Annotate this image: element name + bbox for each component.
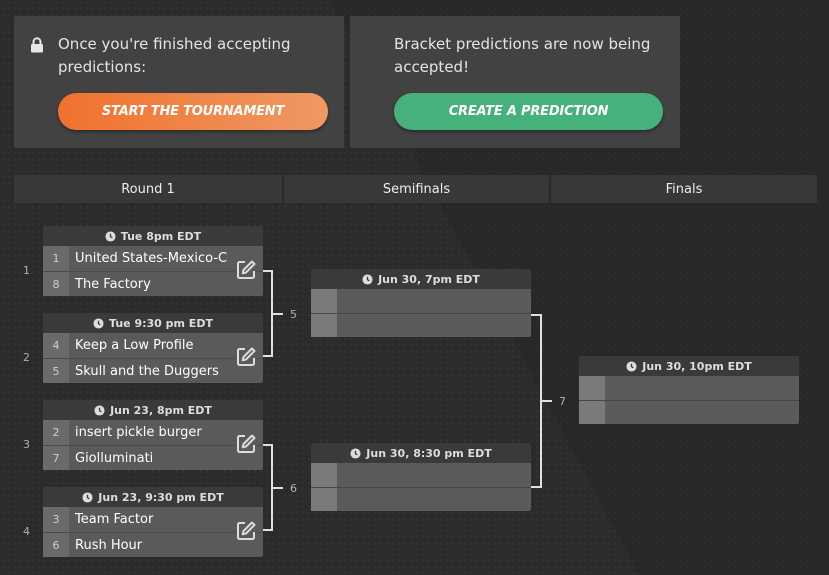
team-row[interactable]: 3 Team Factor — [43, 507, 263, 532]
clock-icon — [626, 360, 637, 372]
team-seed — [579, 401, 605, 424]
match-time: Tue 9:30 pm EDT — [43, 313, 263, 333]
start-tournament-text: Once you're finished accepting predictio… — [58, 35, 291, 76]
team-name: Rush Hour — [75, 537, 143, 553]
team-seed: 5 — [43, 359, 69, 383]
team-seed: 6 — [43, 533, 69, 557]
start-tournament-panel: Once you're finished accepting predictio… — [14, 16, 344, 148]
clock-icon — [362, 273, 373, 285]
match-number: 1 — [23, 264, 30, 277]
team-seed: 7 — [43, 446, 69, 470]
clock-icon — [105, 230, 116, 242]
team-seed: 4 — [43, 333, 69, 358]
team-slot-empty — [311, 487, 531, 511]
match-number: 6 — [290, 482, 297, 495]
clock-icon — [82, 491, 93, 503]
round-header-round-1: Round 1 — [14, 175, 282, 203]
match-body[interactable]: 1 United States-Mexico-Ca 8 The Factory — [43, 246, 263, 296]
clock-icon — [93, 317, 104, 329]
team-seed — [579, 376, 605, 400]
team-slot-empty — [579, 400, 799, 424]
lock-icon — [31, 37, 43, 53]
match-1: Tue 8pm EDT 1 United States-Mexico-Ca 8 Th… — [43, 226, 263, 296]
match-number: 2 — [23, 351, 30, 364]
bracket-connector — [263, 270, 273, 357]
bracket-connector — [263, 444, 273, 531]
team-name: The Factory — [75, 276, 151, 292]
match-time-label: Jun 30, 10pm EDT — [642, 359, 752, 373]
team-seed — [311, 463, 337, 487]
team-row[interactable]: 5 Skull and the Duggers — [43, 358, 263, 383]
team-name: United States-Mexico-Ca — [75, 251, 227, 266]
team-row[interactable]: 8 The Factory — [43, 271, 263, 296]
team-slot-empty — [311, 463, 531, 487]
match-time-label: Tue 9:30 pm EDT — [109, 316, 213, 330]
team-seed — [311, 488, 337, 511]
match-6: Jun 30, 8:30 pm EDT — [311, 443, 531, 511]
clock-icon — [94, 404, 105, 416]
match-body[interactable]: 3 Team Factor 6 Rush Hour — [43, 507, 263, 557]
match-time: Jun 23, 9:30 pm EDT — [43, 487, 263, 507]
team-seed: 2 — [43, 420, 69, 445]
team-name: Keep a Low Profile — [75, 338, 194, 353]
edit-icon[interactable] — [235, 346, 257, 368]
match-number: 5 — [290, 308, 297, 321]
bracket-connector — [273, 313, 283, 315]
match-body[interactable] — [311, 463, 531, 511]
team-name: insert pickle burger — [75, 425, 202, 440]
match-time: Jun 30, 10pm EDT — [579, 356, 799, 376]
edit-icon[interactable] — [235, 259, 257, 281]
round-header-semifinals: Semifinals — [284, 175, 549, 203]
team-name: Team Factor — [75, 512, 154, 527]
match-body[interactable] — [311, 289, 531, 337]
match-body[interactable]: 4 Keep a Low Profile 5 Skull and the Dugge… — [43, 333, 263, 383]
team-seed — [311, 289, 337, 313]
team-seed: 3 — [43, 507, 69, 532]
match-body[interactable] — [579, 376, 799, 424]
team-seed: 8 — [43, 272, 69, 296]
bracket-connector — [273, 487, 283, 489]
match-time: Jun 30, 8:30 pm EDT — [311, 443, 531, 463]
match-time-label: Jun 23, 8pm EDT — [110, 403, 212, 417]
match-2: Tue 9:30 pm EDT 4 Keep a Low Profile 5 Sku… — [43, 313, 263, 383]
round-header-finals: Finals — [551, 175, 817, 203]
team-seed — [311, 314, 337, 337]
match-time-label: Jun 30, 8:30 pm EDT — [366, 446, 492, 460]
team-seed: 1 — [43, 246, 69, 271]
match-number: 7 — [559, 395, 566, 408]
match-number: 4 — [23, 525, 30, 538]
match-4: Jun 23, 9:30 pm EDT 3 Team Factor 6 Rush H… — [43, 487, 263, 557]
match-time-label: Jun 30, 7pm EDT — [378, 272, 480, 286]
team-name: Skull and the Duggers — [75, 363, 219, 379]
team-row[interactable]: 7 Giolluminati — [43, 445, 263, 470]
team-row[interactable]: 2 insert pickle burger — [43, 420, 263, 445]
team-row[interactable]: 6 Rush Hour — [43, 532, 263, 557]
create-prediction-panel: Bracket predictions are now being accept… — [350, 16, 680, 148]
match-time: Jun 30, 7pm EDT — [311, 269, 531, 289]
edit-icon[interactable] — [235, 520, 257, 542]
start-tournament-button[interactable]: START THE TOURNAMENT — [58, 93, 328, 130]
team-slot-empty — [311, 313, 531, 337]
bracket-connector — [542, 400, 552, 402]
match-time-label: Jun 23, 9:30 pm EDT — [98, 490, 224, 504]
create-prediction-button[interactable]: CREATE A PREDICTION — [394, 93, 663, 130]
prediction-status-text: Bracket predictions are now being accept… — [394, 35, 651, 76]
match-time-label: Tue 8pm EDT — [120, 229, 202, 243]
match-number: 3 — [23, 438, 30, 451]
bracket-connector — [531, 314, 542, 488]
match-5: Jun 30, 7pm EDT — [311, 269, 531, 337]
match-time: Tue 8pm EDT — [43, 226, 263, 246]
match-7: Jun 30, 10pm EDT — [579, 356, 799, 424]
team-row[interactable]: 1 United States-Mexico-Ca — [43, 246, 263, 271]
team-name: Giolluminati — [75, 450, 154, 466]
match-body[interactable]: 2 insert pickle burger 7 Giolluminati — [43, 420, 263, 470]
team-slot-empty — [579, 376, 799, 400]
clock-icon — [350, 447, 361, 459]
team-slot-empty — [311, 289, 531, 313]
edit-icon[interactable] — [235, 433, 257, 455]
match-time: Jun 23, 8pm EDT — [43, 400, 263, 420]
team-row[interactable]: 4 Keep a Low Profile — [43, 333, 263, 358]
